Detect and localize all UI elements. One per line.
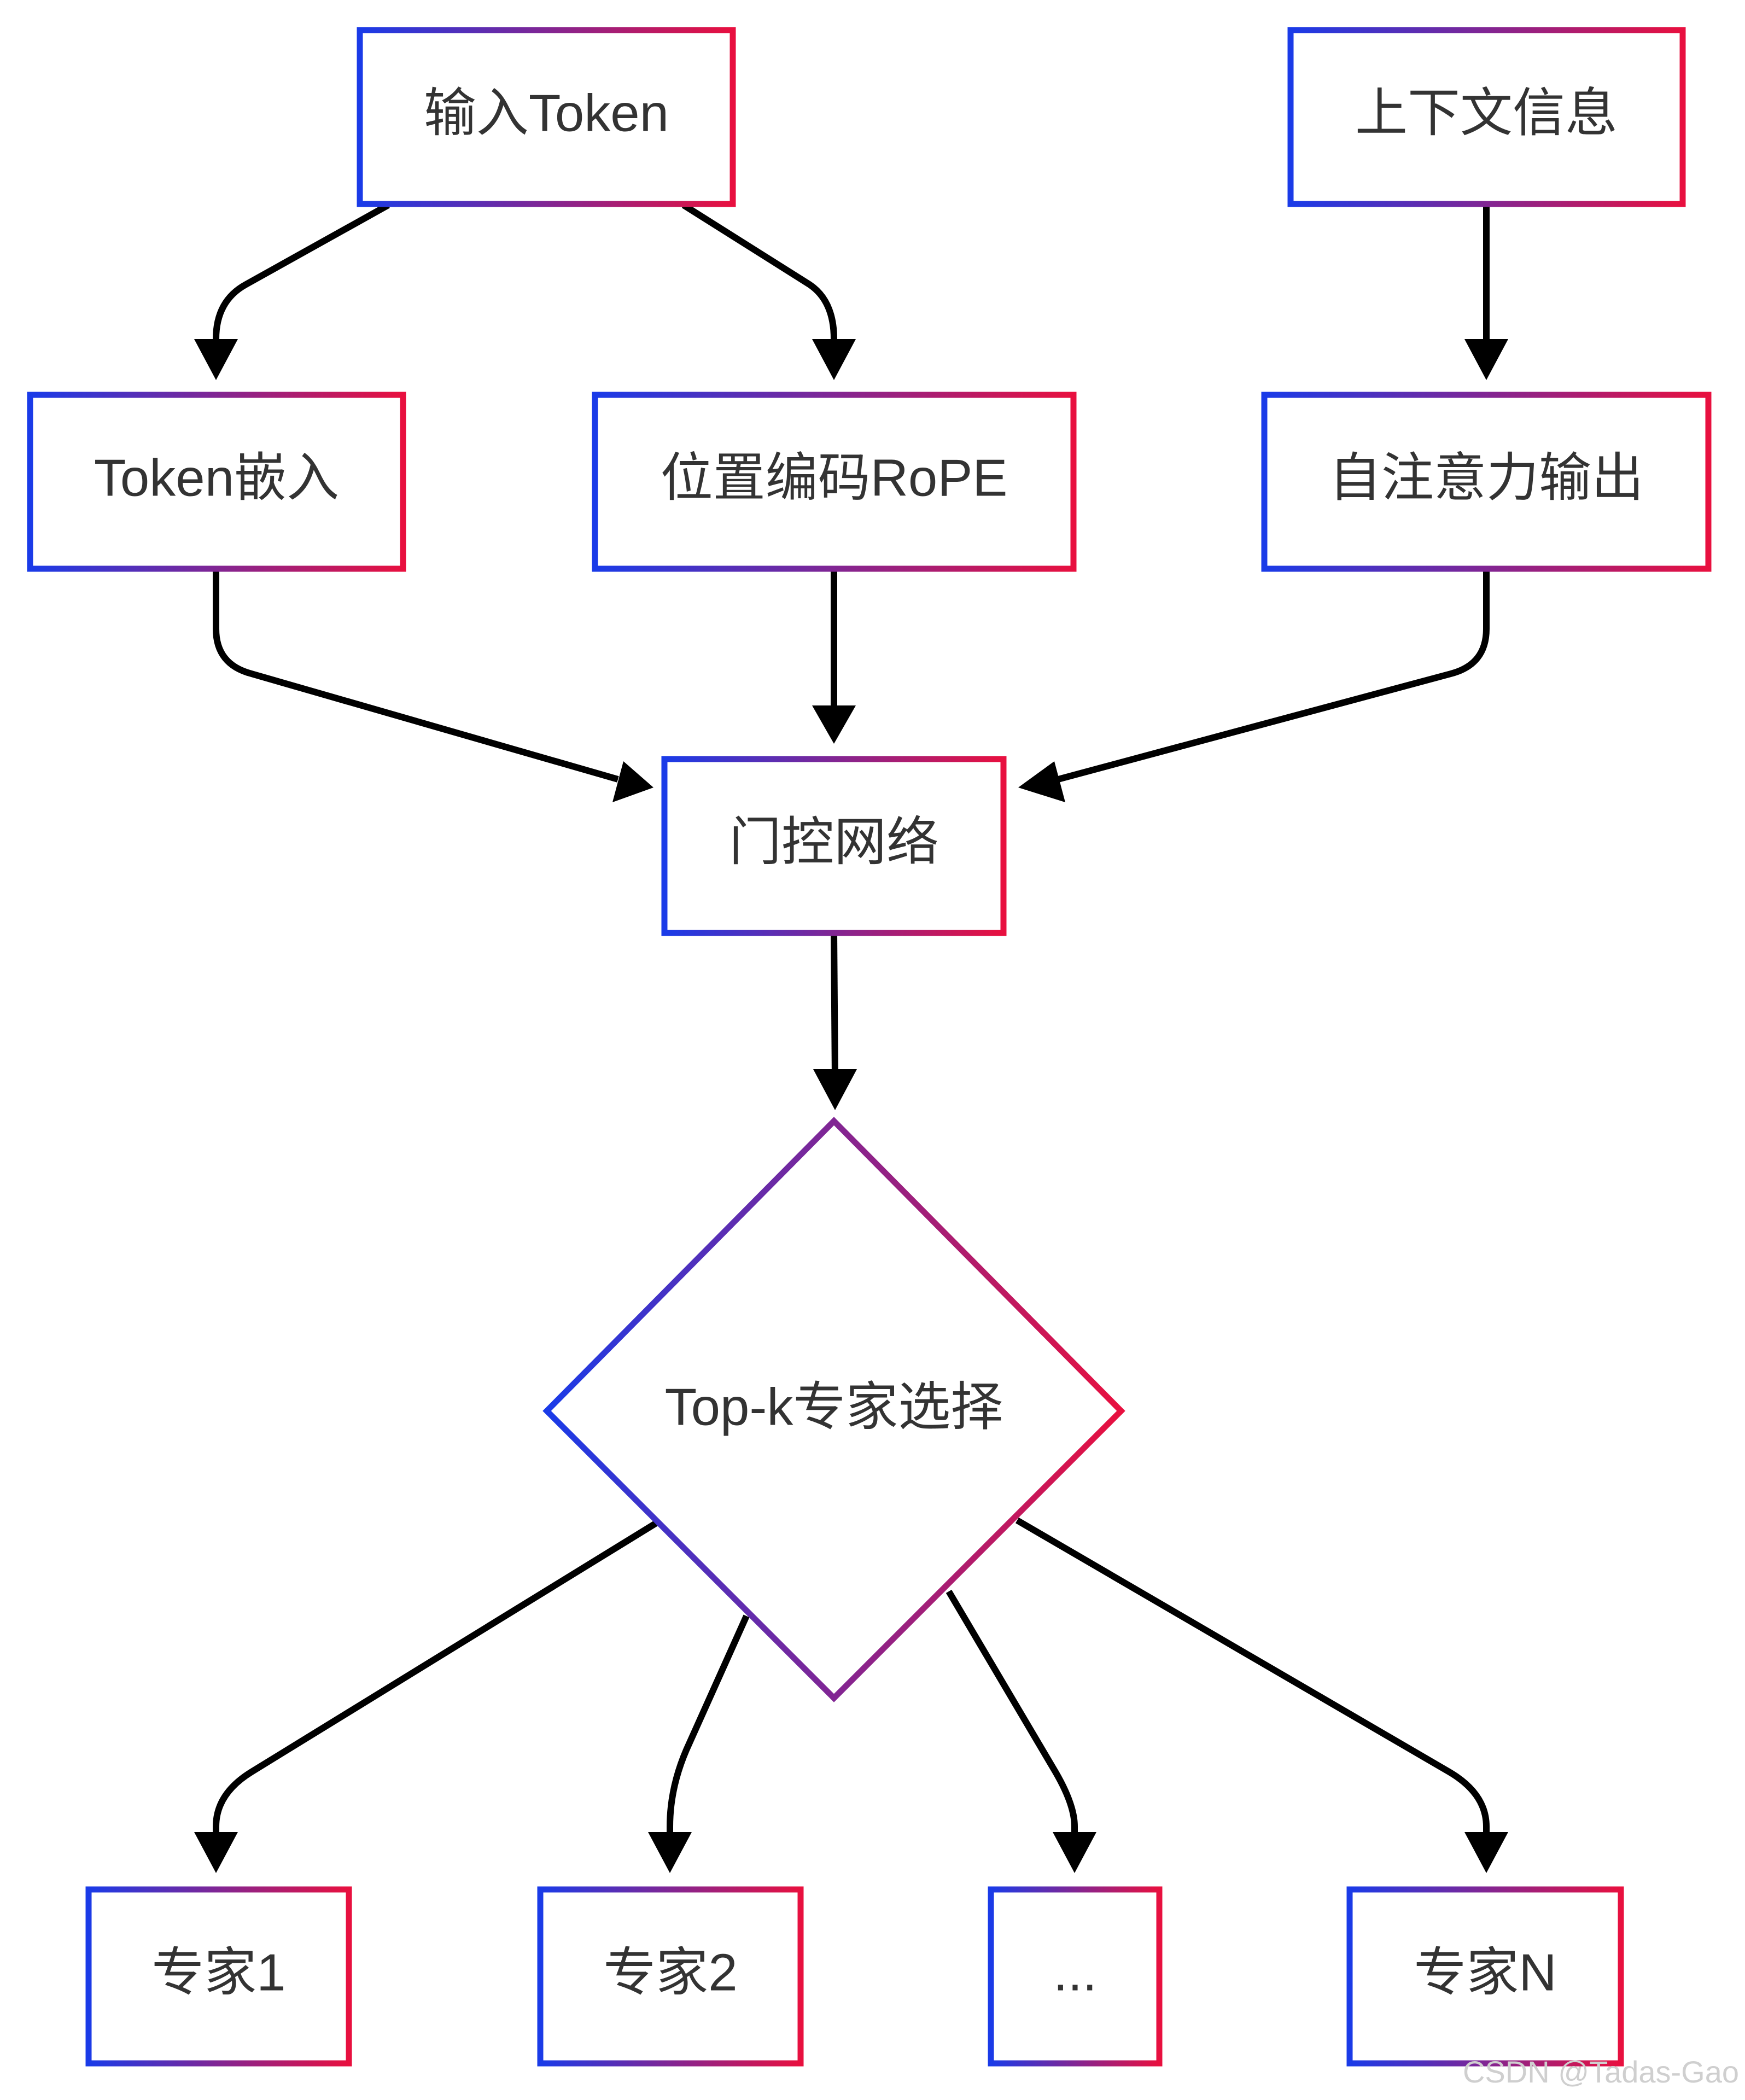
arrowhead-expert1 xyxy=(194,1832,238,1873)
node-expert-2-label: 专家2 xyxy=(603,1943,737,2002)
arrowhead-embedding xyxy=(194,339,238,380)
arrowhead-attention xyxy=(1464,339,1508,380)
node-token-embedding-label: Token嵌入 xyxy=(94,448,339,507)
node-expert-n[interactable]: 专家N xyxy=(1346,1886,1624,2067)
node-expert-n-label: 专家N xyxy=(1414,1943,1556,2002)
edge-topk-to-expert2 xyxy=(667,1614,750,1838)
arrowhead-expertn xyxy=(1464,1832,1508,1873)
node-expert-2[interactable]: 专家2 xyxy=(537,1886,804,2067)
arrowhead-rope xyxy=(812,339,856,380)
node-expert-1[interactable]: 专家1 xyxy=(85,1886,352,2067)
arrowhead-topk xyxy=(813,1069,857,1110)
edges xyxy=(194,202,1508,1873)
node-self-attention-output[interactable]: 自注意力输出 xyxy=(1261,392,1712,572)
node-self-attention-output-label: 自注意力输出 xyxy=(1329,448,1644,507)
node-topk-selection[interactable]: Top-k专家选择 xyxy=(542,1117,1125,1702)
node-position-encoding-label: 位置编码RoPE xyxy=(661,448,1008,507)
node-token-embedding[interactable]: Token嵌入 xyxy=(27,392,406,572)
arrowhead-gating-top xyxy=(812,705,856,744)
node-gating-network[interactable]: 门控网络 xyxy=(661,756,1007,936)
watermark-text: CSDN @Tadas-Gao xyxy=(1463,2055,1739,2089)
node-input-token-label: 输入Token xyxy=(424,84,669,142)
node-position-encoding[interactable]: 位置编码RoPE xyxy=(592,392,1077,572)
edge-gating-to-topk xyxy=(831,932,838,1081)
edge-embedding-to-gating xyxy=(213,569,619,783)
arrowhead-expert2 xyxy=(648,1832,692,1873)
edge-topk-to-expertn xyxy=(1015,1517,1490,1838)
node-expert-1-label: 专家1 xyxy=(151,1943,285,2002)
node-gating-network-label: 门控网络 xyxy=(729,813,939,871)
edge-topk-to-ellipsis xyxy=(946,1589,1078,1838)
arrowhead-gating-left xyxy=(612,761,653,802)
node-expert-ellipsis-label: ... xyxy=(1053,1943,1097,2002)
arrowhead-gating-right xyxy=(1018,761,1065,802)
edge-input-to-rope xyxy=(681,202,837,350)
edge-topk-to-expert1 xyxy=(213,1520,658,1838)
node-topk-selection-label: Top-k专家选择 xyxy=(665,1378,1003,1436)
arrowhead-ellipsis xyxy=(1053,1832,1096,1873)
edge-attention-to-gating xyxy=(1057,569,1490,783)
node-context-info[interactable]: 上下文信息 xyxy=(1287,27,1686,207)
node-expert-ellipsis[interactable]: ... xyxy=(988,1886,1163,2067)
node-input-token[interactable]: 输入Token xyxy=(357,27,736,207)
edge-input-to-embedding xyxy=(213,202,390,350)
node-context-info-label: 上下文信息 xyxy=(1355,84,1618,142)
